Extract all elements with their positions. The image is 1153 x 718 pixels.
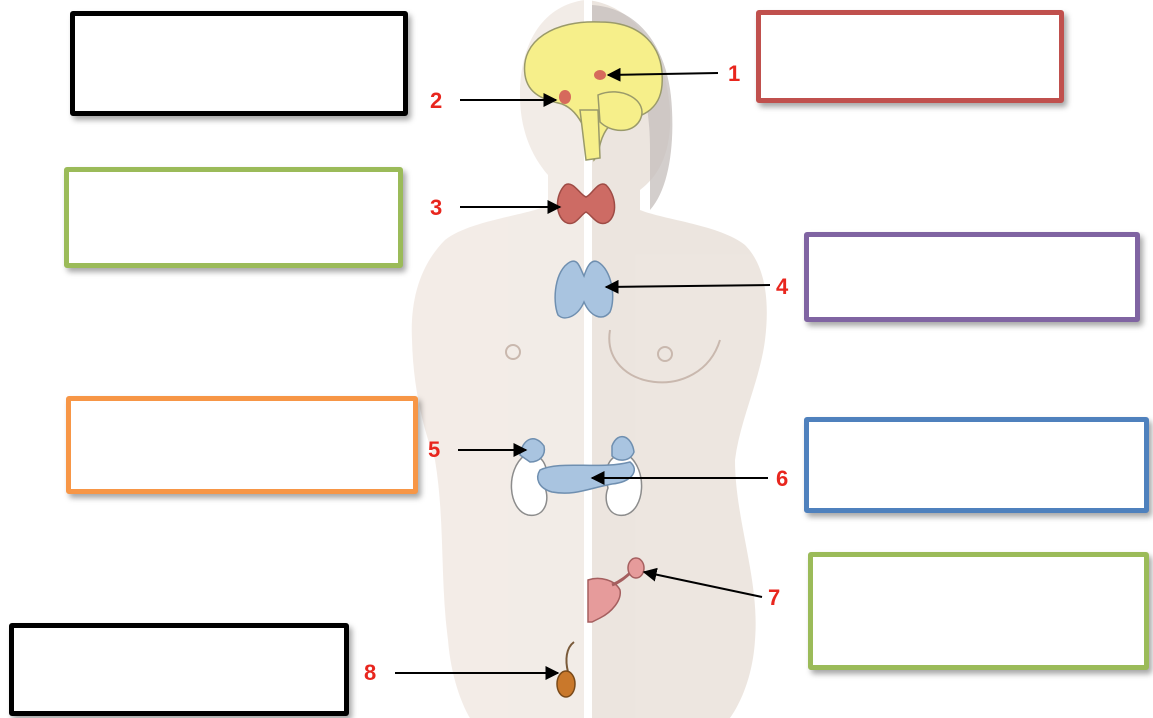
answer-box-top-left[interactable] bbox=[70, 11, 408, 116]
label-2: 2 bbox=[430, 88, 442, 113]
testis bbox=[557, 671, 575, 697]
answer-box-bottom-right[interactable] bbox=[808, 552, 1149, 670]
label-3: 3 bbox=[430, 195, 442, 220]
label-5: 5 bbox=[428, 437, 440, 462]
pituitary-gland bbox=[559, 90, 571, 104]
label-6: 6 bbox=[776, 466, 788, 491]
answer-box-mid-left[interactable] bbox=[64, 167, 403, 268]
label-1: 1 bbox=[728, 61, 740, 86]
answer-box-lower-right[interactable] bbox=[804, 417, 1149, 513]
label-7: 7 bbox=[768, 585, 780, 610]
label-4: 4 bbox=[776, 274, 789, 299]
ovary bbox=[628, 558, 644, 578]
answer-box-bottom-left[interactable] bbox=[9, 623, 349, 716]
pineal-gland bbox=[594, 70, 606, 80]
label-8: 8 bbox=[364, 660, 376, 685]
answer-box-top-right[interactable] bbox=[756, 10, 1064, 103]
answer-box-lower-left[interactable] bbox=[66, 396, 418, 494]
answer-box-mid-right[interactable] bbox=[804, 232, 1140, 322]
